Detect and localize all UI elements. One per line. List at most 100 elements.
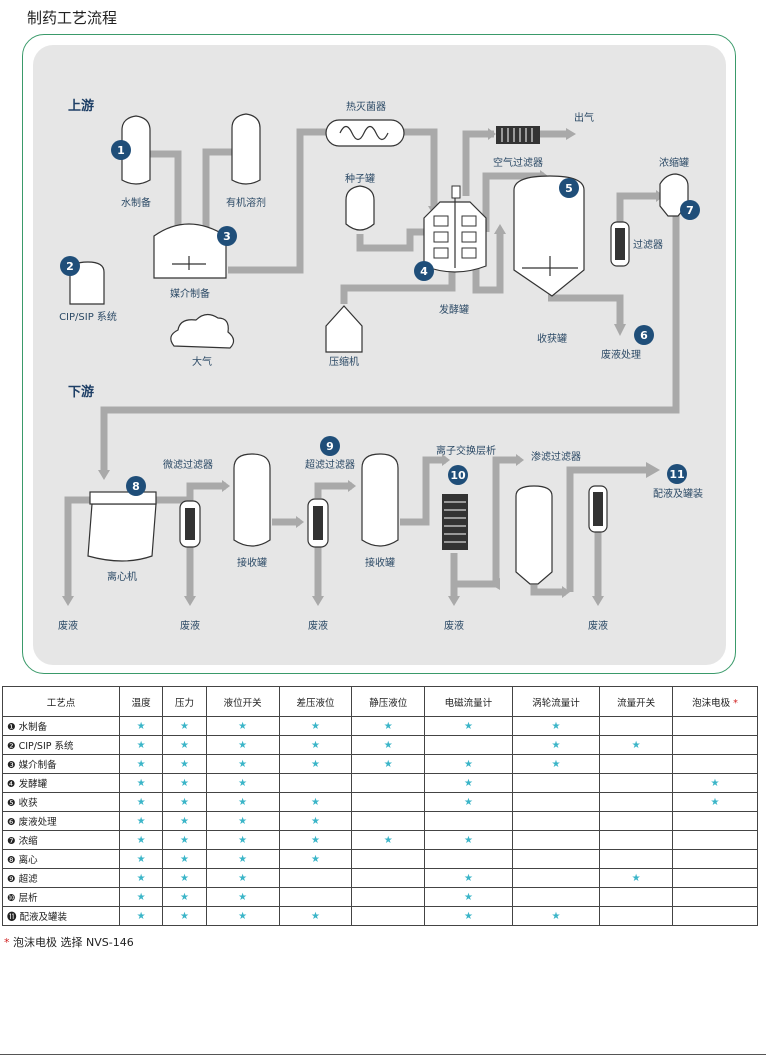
- matrix-cell: ★: [118, 811, 164, 831]
- star-icon: ★: [180, 891, 190, 903]
- badge-9: [320, 436, 340, 456]
- matrix-cell: ★: [162, 906, 207, 926]
- pipe-organic-media: [202, 148, 232, 228]
- matrix-cell: ★: [205, 906, 280, 926]
- matrix-cell: ★: [424, 868, 513, 888]
- matrix-cell: [351, 887, 426, 907]
- matrix-cell: [672, 716, 758, 736]
- matrix-cell: ★: [205, 792, 280, 812]
- pipe-diafilter-return: [530, 585, 566, 596]
- heat-sterilizer: [325, 119, 405, 147]
- star-icon: ★: [463, 720, 473, 732]
- bottom-rule: [0, 1054, 766, 1055]
- matrix-cell: ★: [205, 773, 280, 793]
- label-atmosphere: 大气: [192, 355, 212, 368]
- label-filter: 过滤器: [633, 238, 663, 251]
- table-row: ❽ 离心★★★★: [2, 849, 758, 869]
- process-name: 浓缩: [18, 836, 38, 847]
- star-icon: ★: [238, 872, 248, 884]
- receiver-tank-1: [233, 453, 271, 547]
- micro-filter-core: [185, 508, 195, 540]
- matrix-cell: [424, 849, 513, 869]
- matrix-cell: ★: [351, 830, 426, 850]
- table-row: ❷ CIP/SIP 系统★★★★★★★: [2, 735, 758, 755]
- star-icon: ★: [463, 834, 473, 846]
- matrix-cell: [511, 887, 601, 907]
- matrix-cell: ★: [205, 849, 280, 869]
- matrix-cell: [672, 830, 758, 850]
- matrix-cell: ★: [118, 773, 164, 793]
- matrix-cell: [351, 906, 426, 926]
- process-number: ❶: [7, 722, 16, 733]
- star-icon: ★: [180, 758, 190, 770]
- star-icon: ★: [238, 796, 248, 808]
- label-cip: CIP/SIP 系统: [59, 310, 117, 323]
- air-filter: [496, 126, 540, 144]
- matrix-cell: ★: [205, 868, 280, 888]
- label-air-filter: 空气过滤器: [493, 156, 543, 169]
- pipe-fermenter-airfilter: [462, 130, 494, 196]
- label-waste-5: 废液: [588, 619, 608, 632]
- centrifuge: [87, 503, 157, 562]
- matrix-cell: ★: [162, 849, 207, 869]
- star-icon: ★: [383, 739, 393, 751]
- matrix-cell: ★: [511, 754, 601, 774]
- label-diafilter: 渗滤过滤器: [531, 450, 581, 463]
- matrix-cell: ★: [118, 906, 164, 926]
- process-name: 配液及罐装: [19, 912, 68, 923]
- matrix-cell: ★: [424, 754, 513, 774]
- arrow-dispensing: [646, 462, 660, 478]
- label-centrifuge: 离心机: [107, 570, 137, 583]
- matrix-cell: [672, 811, 758, 831]
- diagram-frame: [22, 34, 736, 674]
- arrow-waste-5: [592, 596, 604, 606]
- footnote-text: 泡沫电极 选择 NVS-146: [13, 936, 134, 949]
- matrix-cell: ★: [118, 887, 164, 907]
- star-icon: ★: [310, 720, 320, 732]
- process-name: 媒介制备: [18, 760, 57, 771]
- matrix-cell: ★: [424, 716, 513, 736]
- matrix-cell: ★: [162, 811, 207, 831]
- label-ion-exchange: 离子交换层析: [436, 444, 496, 457]
- matrix-cell: [599, 773, 674, 793]
- pipe-to-dispensing: [566, 466, 650, 592]
- arrow-recv2-ion: [442, 454, 450, 466]
- star-icon: ★: [310, 853, 320, 865]
- star-icon: ★: [310, 739, 320, 751]
- label-waste-4: 废液: [444, 619, 464, 632]
- star-icon: ★: [631, 739, 641, 751]
- star-icon: ★: [238, 777, 248, 789]
- fermenter-impeller-icon: [433, 215, 449, 227]
- header-dp-level: 差压液位: [278, 686, 353, 717]
- matrix-cell: [672, 906, 758, 926]
- star-icon: ★: [463, 758, 473, 770]
- label-media: 媒介制备: [170, 287, 210, 300]
- matrix-cell: ★: [278, 906, 353, 926]
- label-micro-filter: 微滤过滤器: [163, 458, 213, 471]
- pipe-fermenter-harvest: [482, 172, 544, 232]
- star-icon: ★: [383, 834, 393, 846]
- arrow-waste-4: [448, 596, 460, 606]
- process-point-cell: ❶ 水制备: [2, 716, 120, 736]
- matrix-cell: [599, 792, 674, 812]
- header-hydrostatic-level: 静压液位: [351, 686, 426, 717]
- star-icon: ★: [136, 739, 146, 751]
- receiver-tank-2: [361, 453, 399, 547]
- star-icon: ★: [551, 910, 561, 922]
- label-concentrate: 浓缩罐: [659, 156, 689, 169]
- badge-11-text: 11: [669, 468, 684, 481]
- matrix-cell: ★: [205, 811, 280, 831]
- matrix-cell: [511, 773, 601, 793]
- ultra-filter-core: [313, 506, 323, 540]
- label-waste-2: 废液: [180, 619, 200, 632]
- header-level-switch: 液位开关: [205, 686, 280, 717]
- star-icon: ★: [180, 777, 190, 789]
- harvest-tank: [513, 175, 585, 297]
- matrix-cell: [599, 716, 674, 736]
- header-temperature: 温度: [118, 686, 164, 717]
- instrument-matrix-table: 工艺点 温度 压力 液位开关 差压液位 静压液位 电磁流量计 涡轮流量计 流量开…: [2, 686, 758, 926]
- matrix-cell: ★: [278, 830, 353, 850]
- arrow-ion-diafilter: [490, 578, 500, 590]
- pipe-ultra-recv2: [314, 482, 352, 498]
- badge-7-text: 7: [686, 204, 694, 217]
